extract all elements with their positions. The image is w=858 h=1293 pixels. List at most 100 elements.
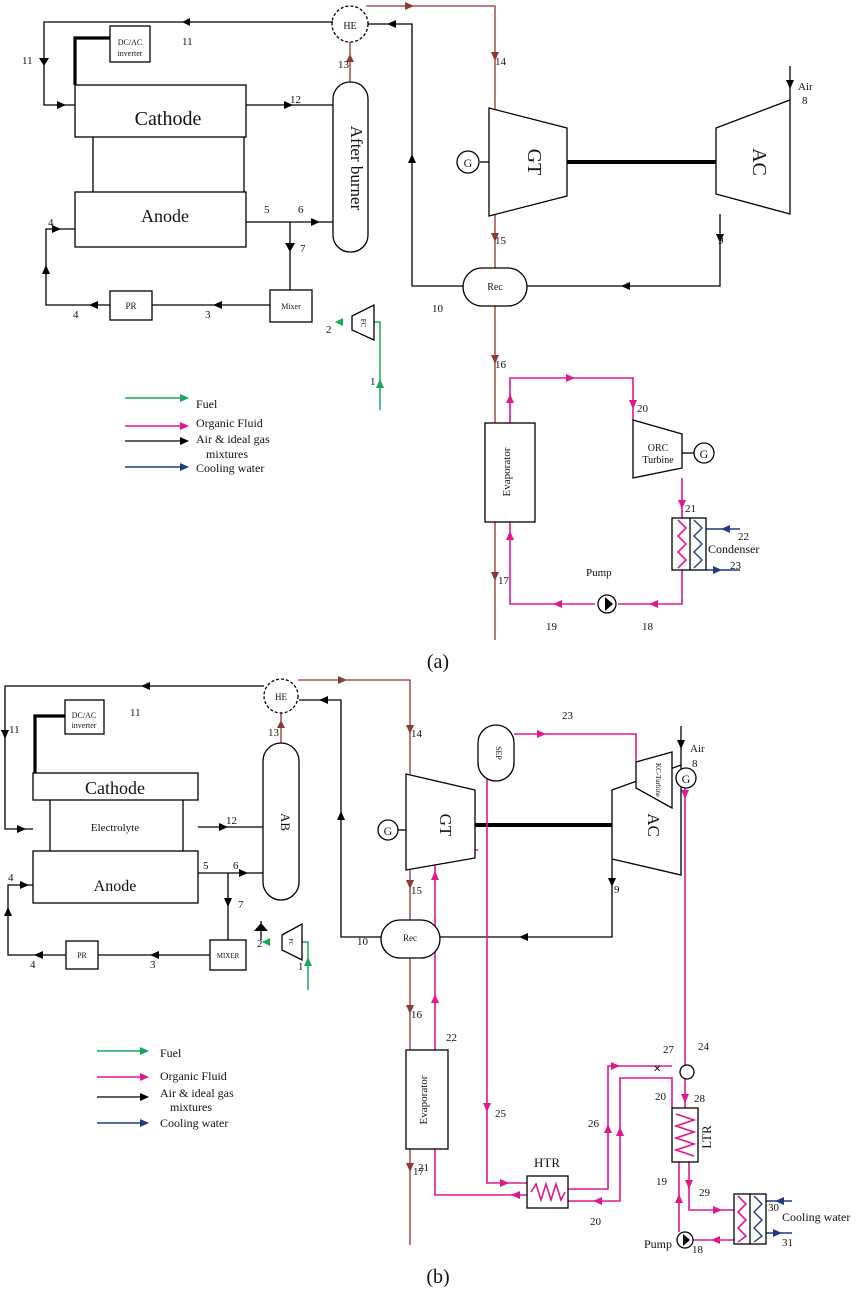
heat-exchanger-he: [331, 5, 369, 43]
legend-organic-a: Organic Fluid: [196, 416, 263, 430]
state-b-29: 29: [699, 1187, 711, 1199]
fc-b-label: FC: [287, 938, 293, 945]
state-b-20-bottom: 20: [590, 1216, 602, 1228]
state-b-30: 30: [768, 1202, 780, 1214]
mixing-junction: [679, 1064, 695, 1080]
fuel-compressor-b: [281, 922, 303, 962]
state-b-28: 28: [694, 1093, 706, 1105]
air-b-label: Air: [690, 743, 705, 755]
condenser: [671, 517, 707, 571]
legend-air-b-line2: mixtures: [170, 1100, 212, 1114]
state-21: 21: [685, 503, 696, 515]
mixer-b: [209, 939, 247, 971]
state-b-14: 14: [411, 728, 423, 740]
state-labels-b: 1 2 3 4 4 5 6 7 9 10 11 11 12 13 14 15 1…: [8, 707, 793, 1256]
state-b-19: 19: [656, 1176, 668, 1188]
orc-turbine-label-line1: ORC: [648, 443, 669, 454]
throttle-valve-icon: ✕: [653, 1064, 661, 1075]
he-label: HE: [343, 21, 356, 32]
state-11-top: 11: [182, 36, 193, 48]
evaporator-b-label: Evaporator: [418, 1075, 430, 1124]
state-1: 1: [370, 376, 376, 388]
legend-b: Fuel Organic Fluid Air & ideal gas mixtu…: [97, 1046, 234, 1130]
pr-b-label: PR: [77, 951, 87, 960]
state-b-27: 27: [663, 1044, 675, 1056]
state-23: 23: [730, 560, 742, 572]
state-b-31: 31: [782, 1237, 793, 1249]
panel-b: DC/AC inverter Cathode Electrolyte Anode…: [1, 676, 850, 1288]
state-b-13: 13: [268, 727, 280, 739]
generator-g-b: [377, 819, 399, 841]
state-b-7: 7: [238, 899, 244, 911]
state-b-10: 10: [357, 936, 369, 948]
state-b-24: 24: [698, 1041, 710, 1053]
legend-cooling-a: Cooling water: [196, 461, 264, 475]
rec-label: Rec: [487, 282, 503, 293]
separator-sep: [477, 724, 515, 782]
recuperator: [462, 267, 528, 307]
fuel-compressor: [351, 303, 375, 342]
cathode-label: Cathode: [135, 108, 202, 130]
caption-a: (a): [427, 651, 449, 673]
generator-b-label: G: [384, 824, 393, 838]
state-b-16: 16: [411, 1009, 423, 1021]
legend-fuel-b: Fuel: [160, 1046, 182, 1060]
gas-turbine: [488, 107, 568, 217]
state-b-4-upper: 4: [8, 872, 14, 884]
state-11-left: 11: [22, 55, 33, 67]
ltr-exchanger: [671, 1107, 699, 1163]
inverter-b-label-line1: DC/AC: [72, 711, 96, 720]
state-b-6: 6: [233, 860, 239, 872]
pre-reformer: [109, 290, 153, 321]
cathode-block: [74, 84, 247, 138]
legend-organic-b: Organic Fluid: [160, 1069, 227, 1083]
inverter-label-line2: inverter: [118, 49, 143, 58]
state-b-25: 25: [495, 1108, 507, 1120]
cooling-water-label: Cooling water: [782, 1210, 850, 1224]
orc-generator-g: [693, 442, 715, 464]
heat-exchanger-he-b: [263, 678, 299, 714]
legend-cooling-b: Cooling water: [160, 1116, 228, 1130]
pump-label: Pump: [586, 567, 612, 579]
gas-turbine-b: [405, 773, 476, 871]
state-9: 9: [718, 235, 724, 247]
legend-air-a-line1: Air & ideal gas: [196, 432, 270, 446]
inverter-b-label-line2: inverter: [72, 721, 97, 730]
legend-air-a-line2: mixtures: [206, 447, 248, 461]
fc-label: FC: [359, 319, 367, 328]
air-b-state-8: 8: [692, 758, 698, 770]
state-18: 18: [642, 621, 654, 633]
gt-b-label: GT: [436, 814, 455, 837]
pre-reformer-b: [65, 940, 99, 970]
state-b-18: 18: [692, 1244, 704, 1256]
air-label: Air: [798, 81, 813, 93]
state-b-5: 5: [203, 860, 209, 872]
state-b-26: 26: [588, 1118, 600, 1130]
state-17: 17: [498, 575, 510, 587]
state-b-23: 23: [562, 710, 574, 722]
state-b-21: 21: [418, 1162, 429, 1174]
after-burner-label: After burner: [347, 126, 366, 211]
afterburner-ab: [262, 742, 300, 901]
state-6: 6: [298, 204, 304, 216]
state-3: 3: [205, 309, 211, 321]
inverter-label-line1: DC/AC: [118, 38, 142, 47]
dc-ac-inverter-b: [64, 699, 105, 735]
state-13: 13: [338, 59, 350, 71]
mixer: [269, 289, 313, 323]
generator-g: [456, 150, 480, 174]
state-10: 10: [432, 303, 444, 315]
state-b-9: 9: [614, 884, 620, 896]
legend-fuel-a: Fuel: [196, 397, 218, 411]
kc-turbine-label: KC-Turbine: [654, 763, 662, 797]
legend-air-b-line1: Air & ideal gas: [160, 1086, 234, 1100]
mixer-b-label: MIXER: [217, 952, 240, 960]
sep-label: SEP: [494, 746, 503, 760]
legend-a: Fuel Organic Fluid Air & ideal gas mixtu…: [125, 394, 270, 475]
ltr-label: LTR: [699, 1125, 714, 1149]
anode-block: [74, 191, 247, 248]
kc-generator-g: [675, 767, 697, 789]
state-20: 20: [637, 403, 649, 415]
generator-label: G: [464, 156, 473, 170]
